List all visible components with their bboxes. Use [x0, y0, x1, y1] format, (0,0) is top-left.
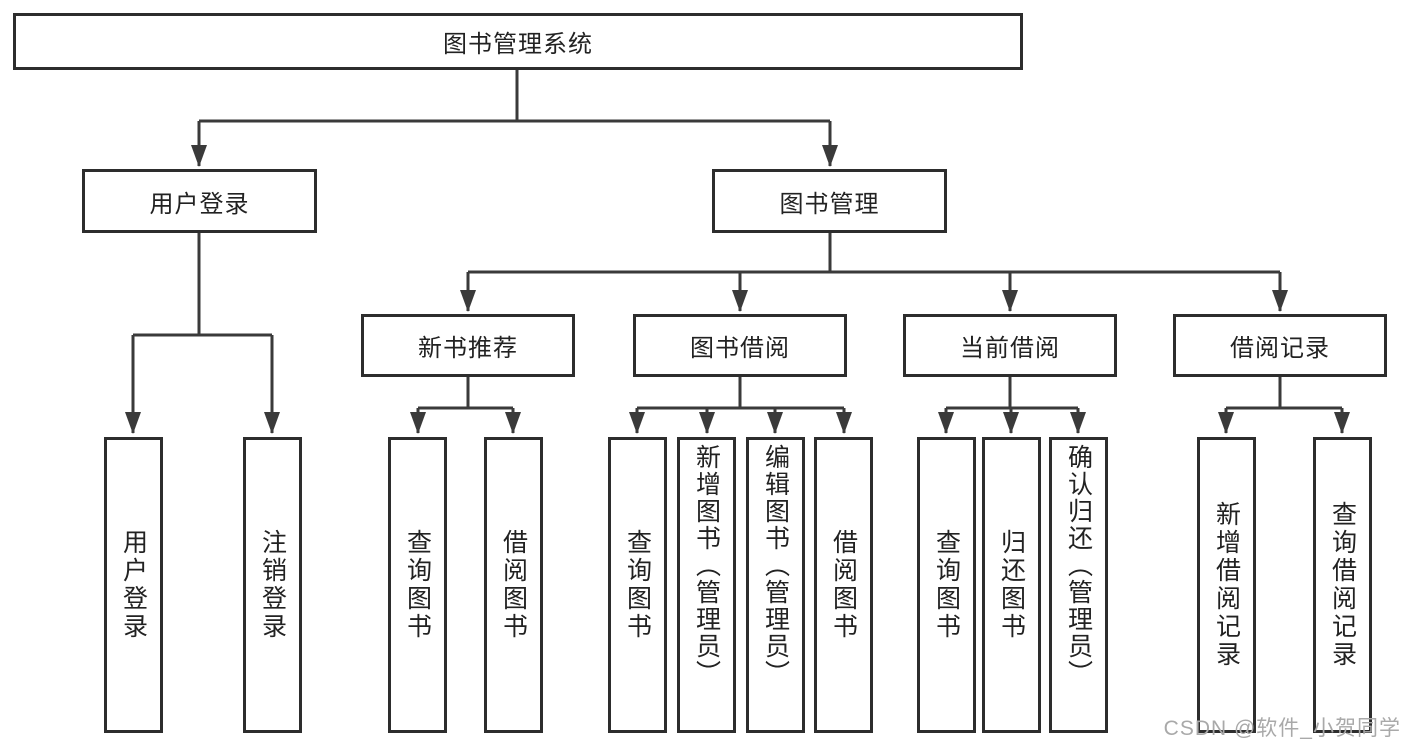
node-book-borrow: 图书借阅 [633, 314, 847, 377]
leaf-return-books: 归还图书 [982, 437, 1041, 733]
node-library-management-system: 图书管理系统 [13, 13, 1023, 70]
leaf-label: 用户登录 [119, 529, 148, 641]
leaf-user-login: 用户登录 [104, 437, 163, 733]
leaf-query-books: 查询图书 [388, 437, 447, 733]
leaf-query-books: 查询图书 [608, 437, 667, 733]
node-borrow-records: 借阅记录 [1173, 314, 1387, 377]
leaf-label: 借阅图书 [499, 529, 528, 641]
node-current-borrow: 当前借阅 [903, 314, 1117, 377]
leaf-add-books-admin: 新增图书（管理员） [677, 437, 736, 733]
leaf-confirm-return-admin: 确认归还（管理员） [1049, 437, 1108, 733]
leaf-label: 归还图书 [997, 529, 1026, 641]
node-label: 当前借阅 [960, 335, 1060, 362]
leaf-label: 查询图书 [932, 529, 961, 641]
node-label: 图书借阅 [690, 335, 790, 362]
node-user-login: 用户登录 [82, 169, 317, 233]
leaf-edit-books-admin: 编辑图书（管理员） [746, 437, 805, 733]
node-label: 图书管理 [779, 190, 880, 218]
leaf-borrow-books: 借阅图书 [814, 437, 873, 733]
leaf-label: 注销登录 [258, 529, 287, 641]
leaf-label: 新增借阅记录 [1212, 501, 1241, 669]
node-label: 图书管理系统 [443, 31, 593, 58]
node-label: 用户登录 [149, 190, 250, 218]
node-book-management: 图书管理 [712, 169, 947, 233]
leaf-query-borrow-record: 查询借阅记录 [1313, 437, 1372, 733]
node-label: 新书推荐 [418, 335, 518, 362]
leaf-query-books: 查询图书 [917, 437, 976, 733]
csdn-watermark: CSDN @软件_小贺同学 [1163, 717, 1401, 740]
leaf-label: 查询图书 [623, 529, 652, 641]
leaf-add-borrow-record: 新增借阅记录 [1197, 437, 1256, 733]
leaf-label: 新增图书（管理员） [692, 444, 721, 687]
node-label: 借阅记录 [1230, 335, 1330, 362]
leaf-logout: 注销登录 [243, 437, 302, 733]
leaf-label: 查询借阅记录 [1328, 501, 1357, 669]
leaf-label: 编辑图书（管理员） [761, 444, 790, 687]
leaf-label: 确认归还（管理员） [1064, 444, 1093, 687]
leaf-label: 查询图书 [403, 529, 432, 641]
node-new-book-recommend: 新书推荐 [361, 314, 575, 377]
leaf-borrow-books: 借阅图书 [484, 437, 543, 733]
leaf-label: 借阅图书 [829, 529, 858, 641]
